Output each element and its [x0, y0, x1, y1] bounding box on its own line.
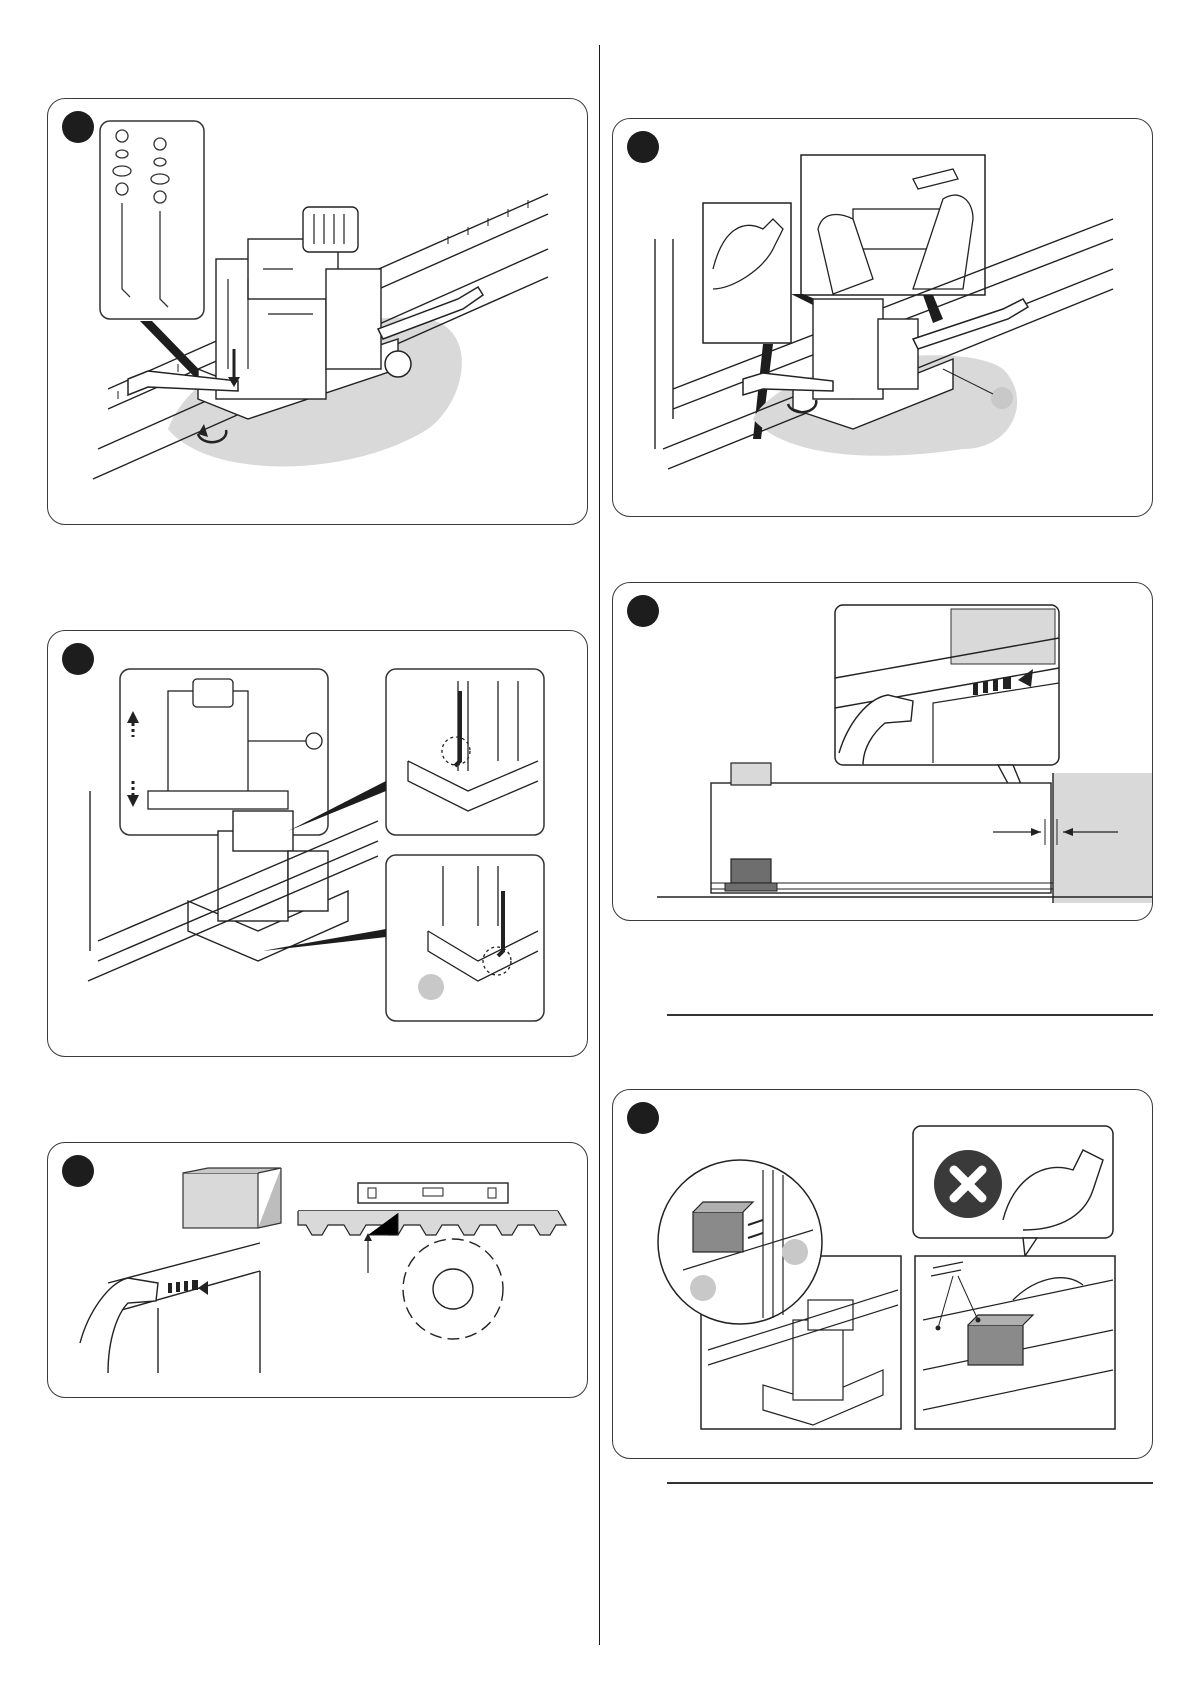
- rack-pinion-level-illustration: [48, 1143, 588, 1398]
- text-rule-2: [667, 1482, 1153, 1484]
- figure-panel-1: [47, 98, 588, 525]
- motor-fixing-illustration: [48, 99, 588, 525]
- height-adjustment-illustration: [48, 631, 588, 1057]
- figure-panel-6: [612, 1089, 1153, 1459]
- figure-panel-4: [612, 118, 1153, 517]
- gate-stop-illustration: [613, 583, 1153, 921]
- text-rule-1: [667, 1014, 1153, 1016]
- nut-tightening-illustration: [613, 119, 1153, 517]
- figure-panel-2: [47, 630, 588, 1057]
- figure-panel-3: [47, 1142, 588, 1398]
- bracket-fixing-illustration: [613, 1090, 1153, 1459]
- column-divider: [599, 45, 600, 1645]
- figure-panel-5: [612, 582, 1153, 921]
